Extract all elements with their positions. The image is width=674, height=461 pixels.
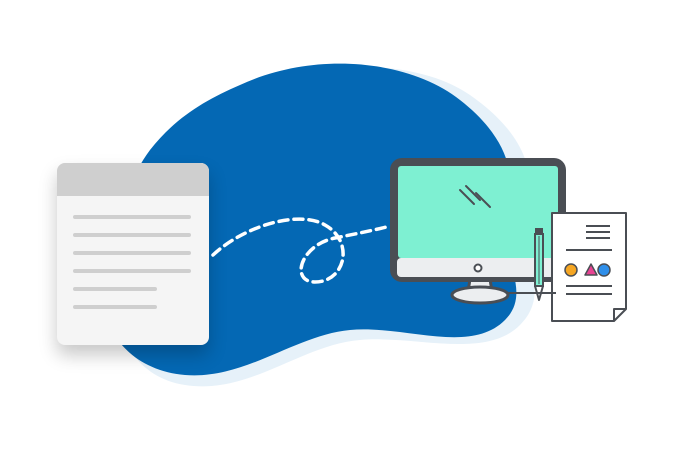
pencil-icon (534, 228, 544, 301)
monitor-screen (398, 166, 558, 258)
document-card-header (57, 163, 209, 196)
pink-triangle-shape (584, 263, 598, 276)
paper-sheet-icon (551, 212, 627, 322)
document-line (73, 287, 157, 291)
screen-glare (465, 185, 481, 201)
monitor-power-dot (473, 263, 483, 273)
document-line (73, 305, 157, 309)
screen-glare (459, 189, 475, 205)
document-line (73, 233, 191, 237)
screen-glare (475, 192, 491, 208)
blue-circle-shape (597, 263, 611, 277)
document-line (73, 269, 191, 273)
orange-circle-shape (564, 263, 578, 277)
document-line (73, 215, 191, 219)
document-line (73, 251, 191, 255)
document-card-icon (57, 163, 209, 345)
monitor-base (450, 285, 510, 305)
